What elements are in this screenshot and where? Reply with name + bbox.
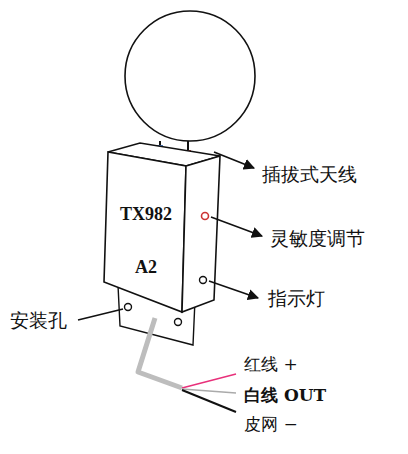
callout-label: 皮网 − (244, 415, 298, 434)
callout-label: 白线 OUT (244, 386, 326, 405)
red-wire (182, 374, 236, 388)
leader-line (211, 217, 262, 236)
antenna-disc (125, 11, 255, 141)
cable (138, 318, 182, 388)
leader-line (78, 309, 123, 320)
shield-wire (182, 390, 236, 412)
callout-label: 指示灯 (268, 288, 325, 309)
callout-label: 灵敏度调节 (270, 228, 365, 249)
box-side (182, 156, 220, 312)
indicator-led (200, 277, 207, 284)
leader-line (214, 152, 254, 168)
callout-label: 安装孔 (10, 310, 67, 331)
device-box: TX982A2 (112, 204, 180, 278)
model-name: TX982 (120, 204, 172, 225)
callout-label: 插拔式天线 (262, 164, 357, 185)
sensitivity-knob (202, 213, 209, 220)
box-front (104, 152, 186, 312)
model-variant: A2 (135, 257, 157, 278)
callout-label: 红线 + (244, 355, 298, 374)
leader-line (209, 281, 258, 298)
